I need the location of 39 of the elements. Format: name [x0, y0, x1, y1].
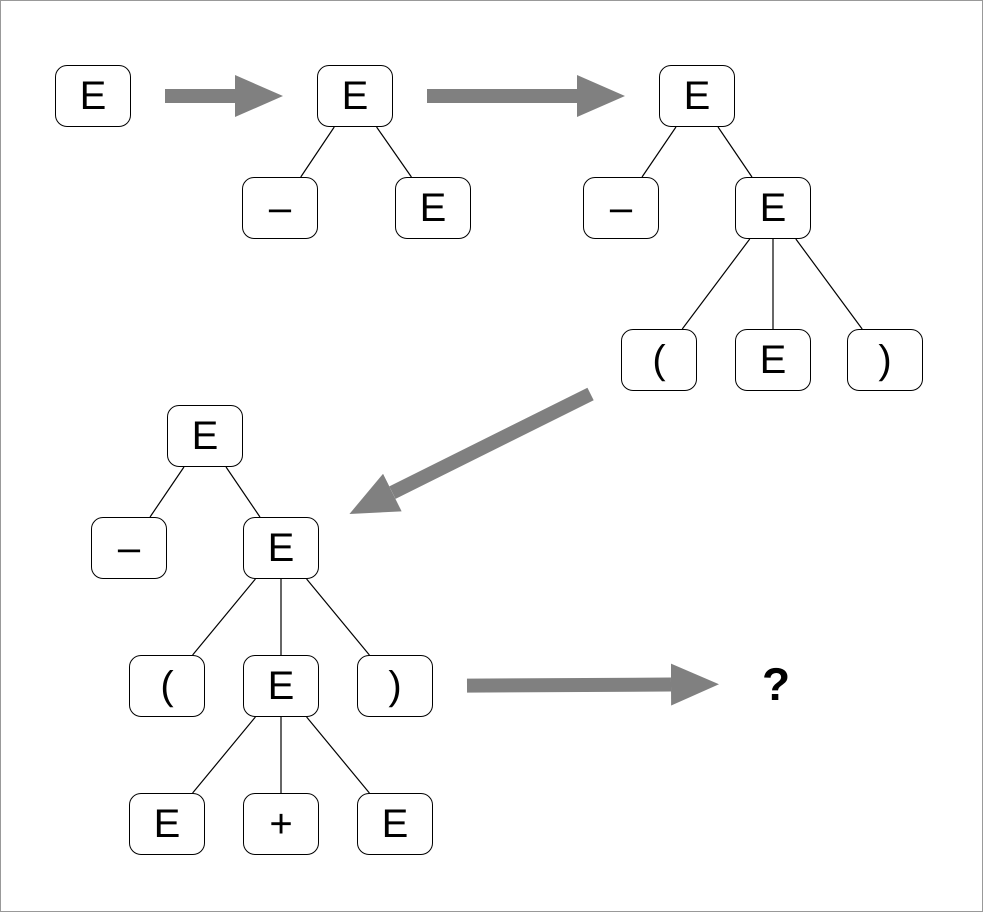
tree-branch-line	[376, 126, 412, 178]
symbol-box: E	[129, 793, 205, 855]
tree-branch-line	[226, 466, 260, 518]
tree-branch-line	[306, 578, 370, 656]
block-arrow	[466, 664, 719, 706]
symbol-box: E	[243, 517, 319, 579]
tree-branch-line	[795, 238, 863, 330]
tree-branch-line	[280, 579, 282, 655]
block-arrow	[427, 75, 625, 117]
symbol-box: E	[735, 329, 811, 391]
symbol-box: )	[357, 655, 433, 717]
symbol-box: –	[242, 177, 318, 239]
tree-branch-line	[772, 239, 774, 329]
block-arrow	[165, 75, 283, 117]
tree-branch-line	[192, 716, 256, 794]
symbol-box: E	[357, 793, 433, 855]
tree-branch-line	[150, 466, 184, 518]
tree-branch-line	[300, 126, 335, 178]
symbol-box: E	[317, 65, 393, 127]
symbol-box: (	[129, 655, 205, 717]
symbol-box: (	[621, 329, 697, 391]
symbol-box: )	[847, 329, 923, 391]
block-arrow	[349, 388, 594, 514]
symbol-box: E	[659, 65, 735, 127]
symbol-box: –	[583, 177, 659, 239]
symbol-box: E	[395, 177, 471, 239]
tree-branch-line	[306, 716, 370, 794]
symbol-box: +	[243, 793, 319, 855]
tree-branch-line	[280, 717, 282, 793]
tree-branch-line	[642, 126, 676, 178]
symbol-box: –	[91, 517, 167, 579]
symbol-box: E	[243, 655, 319, 717]
tree-branch-line	[718, 126, 752, 178]
symbol-box: E	[735, 177, 811, 239]
tree-branch-line	[192, 578, 256, 656]
symbol-box: E	[55, 65, 131, 127]
symbol-box: E	[167, 405, 243, 467]
question-mark-text: ?	[753, 656, 799, 712]
tree-branch-line	[682, 238, 750, 330]
